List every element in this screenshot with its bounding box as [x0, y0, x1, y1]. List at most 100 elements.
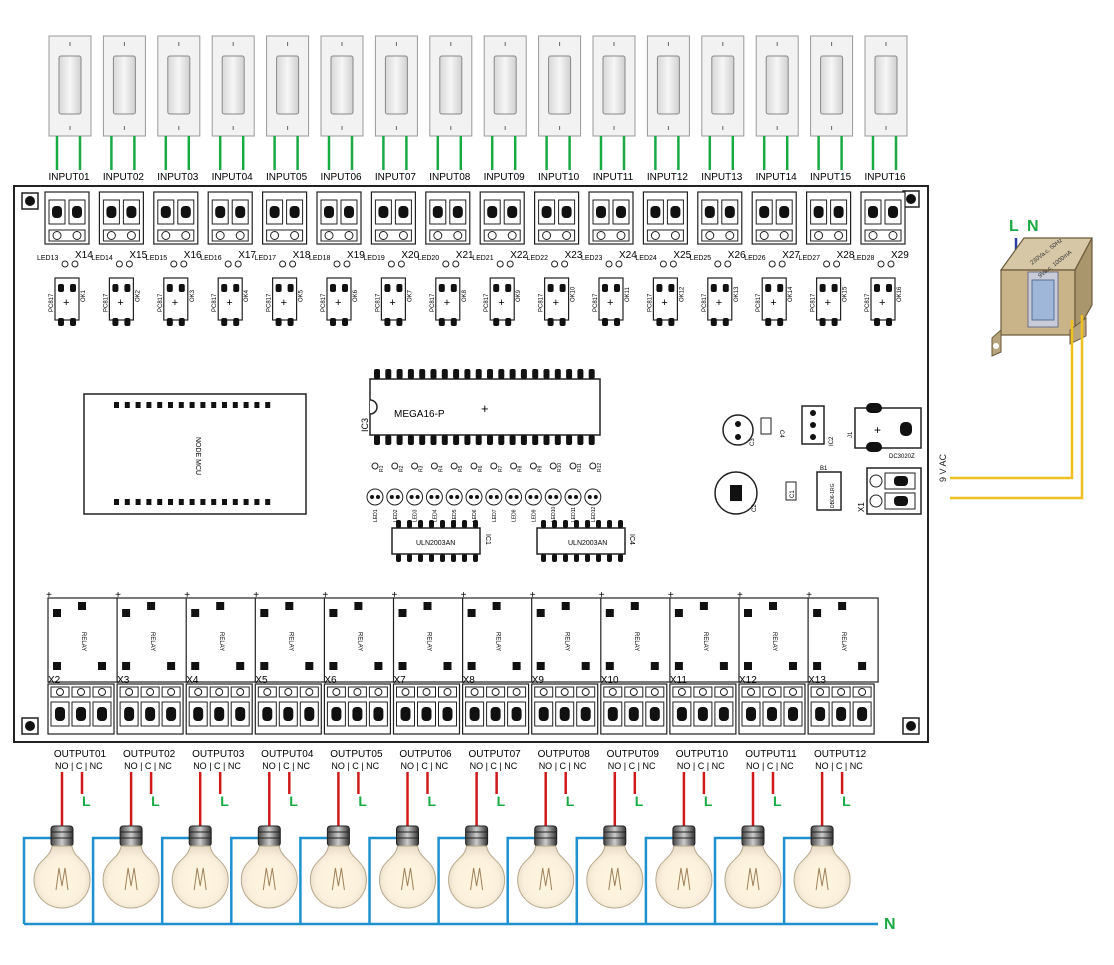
wall-switch-14[interactable]: INPUT14	[756, 35, 799, 183]
resistor-pad	[411, 462, 419, 470]
relay-pin	[216, 602, 225, 610]
nodemcu-pin	[124, 499, 130, 505]
wall-switch-5[interactable]: INPUT05	[266, 35, 310, 183]
opto-plus-mark: +	[389, 297, 395, 309]
input-label: INPUT03	[157, 172, 199, 183]
mcu-pin	[554, 369, 561, 379]
capacitor-c4	[760, 417, 772, 435]
light-bulb-1	[22, 825, 91, 924]
light-bulb-5	[299, 825, 367, 924]
led-pad	[659, 260, 667, 268]
opto-ref: OK13	[734, 286, 740, 302]
wall-switch-12[interactable]: INPUT12	[647, 35, 690, 183]
led-pad	[714, 260, 722, 268]
mcu-pin	[430, 369, 437, 379]
input-terminal-x29: X29	[860, 191, 909, 261]
relay-plus-mark: +	[737, 590, 743, 601]
wall-switch-11[interactable]: INPUT11	[592, 35, 636, 183]
terminal-pad	[106, 206, 117, 218]
opto-pin	[547, 318, 554, 326]
terminal-pad	[759, 206, 770, 218]
nodemcu-pin	[265, 499, 271, 505]
screw	[235, 231, 245, 240]
resistor-pad	[510, 462, 518, 470]
input-label: INPUT11	[593, 172, 634, 183]
opto-ref: OK9	[516, 289, 522, 302]
led-pad	[724, 260, 732, 268]
bulb-glass	[33, 845, 91, 909]
wall-switch-6[interactable]: INPUT06	[320, 35, 364, 183]
relay-pin	[53, 609, 61, 617]
wall-switch-16[interactable]: INPUT16	[864, 35, 908, 183]
mcu-pin	[464, 435, 471, 445]
terminal-ref: X22	[510, 250, 528, 261]
opto-pin	[722, 318, 729, 326]
screw	[324, 231, 334, 240]
relay-pin	[536, 662, 545, 670]
driver-pin	[451, 520, 456, 528]
output-contacts-label: NO | C | NC	[608, 761, 656, 771]
relay-pin	[374, 662, 383, 670]
mcu-ref: IC3	[360, 418, 370, 432]
nodemcu-pin	[200, 499, 206, 505]
wall-switch-8[interactable]: INPUT08	[429, 35, 473, 183]
neutral-wire	[713, 836, 743, 924]
screw	[650, 231, 660, 240]
output-label: OUTPUT04	[261, 749, 314, 760]
relay-pin	[813, 609, 822, 617]
terminal-pad	[378, 206, 389, 218]
relay-terminal-ref: X7	[394, 675, 407, 686]
light-bulb-11	[713, 825, 782, 924]
bulb-filament	[746, 867, 760, 891]
wall-switch-9[interactable]: INPUT09	[484, 35, 527, 183]
neutral-wire	[160, 836, 191, 924]
screw	[77, 688, 85, 696]
wall-switch-4[interactable]: INPUT04	[212, 35, 255, 183]
wall-switch-7[interactable]: INPUT07	[375, 35, 418, 183]
led-pin	[370, 495, 374, 499]
terminal-screws	[701, 229, 739, 242]
opto-pin	[233, 284, 240, 292]
wall-switch-15[interactable]: INPUT15	[810, 35, 854, 183]
screw	[52, 231, 62, 240]
mcu-plus-mark: +	[481, 401, 489, 416]
output-terminal-x2	[47, 683, 115, 735]
wall-switch-13[interactable]: INPUT13	[701, 35, 745, 183]
input-terminal-x21: X21	[425, 191, 474, 261]
driver-pin	[618, 554, 623, 562]
bulb-base	[257, 825, 281, 847]
relay-label: RELAY	[633, 632, 639, 651]
opto-pin	[178, 284, 185, 292]
light-bulb-6	[368, 825, 437, 924]
input-label: INPUT04	[212, 172, 254, 183]
relay-pin	[650, 662, 659, 670]
input-label: INPUT08	[429, 172, 471, 183]
driver-pin	[418, 554, 423, 562]
screw	[608, 688, 617, 696]
terminal-screws	[755, 229, 793, 242]
jack-ref: J1	[848, 431, 854, 438]
power-terminal-ref: X1	[857, 502, 866, 512]
relay-plus-mark: +	[530, 590, 536, 601]
relay-label: RELAY	[564, 632, 570, 651]
driver-pin	[440, 520, 445, 528]
relay-pin	[329, 662, 338, 670]
driver-ic-1: ULN2003AN IC1	[391, 520, 491, 562]
opto-pin	[396, 318, 403, 326]
wall-switch-2[interactable]: INPUT02	[103, 35, 146, 183]
opto-part-label: PC817	[103, 293, 109, 312]
opto-pin	[874, 318, 880, 326]
led-label: LED25	[690, 255, 712, 262]
wall-switch-1[interactable]: INPUT01	[48, 35, 92, 183]
terminal-pad	[324, 206, 334, 218]
switch-toggle	[330, 55, 354, 115]
wall-switch-3[interactable]: INPUT03	[157, 35, 201, 183]
regulator-ref: IC2	[829, 436, 835, 446]
wall-switch-10[interactable]: INPUT10	[538, 35, 582, 183]
led-pin	[587, 495, 592, 499]
small-led-label: LED3	[413, 509, 419, 522]
opto-pin	[330, 284, 336, 292]
opto-pin	[819, 318, 826, 326]
